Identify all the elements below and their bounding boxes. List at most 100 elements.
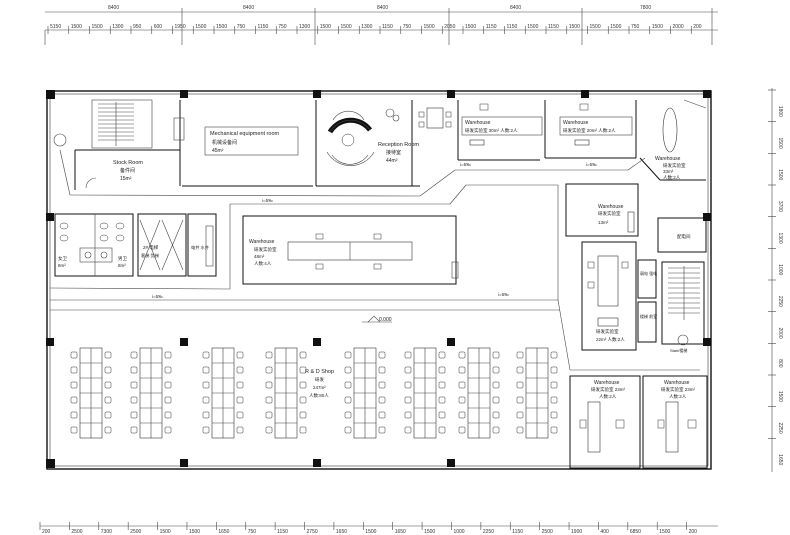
control-room-b-label: 楼梯 前室: [640, 313, 657, 319]
bottom-dim-minor: 200: [689, 529, 698, 535]
slope-label-2: i=5‰: [460, 162, 471, 167]
right-dim-minor: 1500: [777, 169, 783, 180]
top-dim-minor: 1150: [258, 24, 269, 30]
bottom-dim-minor: 1650: [218, 529, 229, 535]
right-dim-minor: 1500: [777, 138, 783, 149]
top-dim-minor: 1500: [71, 24, 82, 30]
warehouse-top-2: Warehouse 研发实验室 20m² 人数:2人: [544, 100, 637, 159]
warehouse-bottom-1: Warehouse 研发实验室 23m² 人数:2人: [569, 375, 641, 469]
warehouse-middle-en: Warehouse: [249, 239, 275, 245]
bottom-dim-minor: 400: [600, 529, 609, 535]
right-dim-minor: 2250: [777, 296, 783, 307]
level-mark-text: 0.000: [379, 317, 392, 323]
warehouse-top-1-cn: 研发实验室 30m² 人数:2人: [465, 127, 518, 134]
bottom-dim-minor: 1500: [365, 529, 376, 535]
top-dim-minor: 600: [154, 24, 163, 30]
bottom-dim-minor: 1500: [659, 529, 670, 535]
warehouse-middle-cn: 研发实验室: [254, 246, 277, 253]
slope-label-1: i=5‰: [262, 198, 273, 203]
top-dim-minor: 1500: [527, 24, 538, 30]
small-room-label: 配电间: [677, 233, 691, 240]
stock-room-en: Stock Room: [113, 160, 143, 166]
rd-shop-label: R & D Shop 研发 247m² 人数:80人: [305, 369, 334, 399]
reception-room-area: 44m²: [386, 158, 398, 164]
rd-shop-en: R & D Shop: [305, 369, 334, 375]
warehouse-middle-people: 人数:4人: [254, 260, 272, 267]
warehouse-bottom-1-people: 人数:2人: [599, 393, 617, 400]
top-dim-major-3: 8400: [377, 5, 388, 11]
exterior-walls: [46, 90, 712, 470]
top-dim-minor: 200: [693, 24, 702, 30]
control-room-a-label: 弱电 强电: [640, 270, 657, 276]
structural-columns: [46, 90, 711, 468]
top-dim-minor: 1150: [507, 24, 518, 30]
top-dim-minor: 1300: [361, 24, 372, 30]
warehouse-right-top-area: 33m²: [663, 169, 674, 174]
warehouse-right-mid-area: 13m²: [598, 220, 609, 225]
top-dim-minor: 1500: [341, 24, 352, 30]
bottom-dim-minor: 1650: [395, 529, 406, 535]
mechanical-room-en: Mechanical equipment room: [210, 131, 280, 137]
top-dimension-line: 8400 8400 8400 8400 7800: [44, 5, 718, 45]
bottom-dim-minor: 1500: [189, 529, 200, 535]
top-dim-minor: 1500: [569, 24, 580, 30]
top-dim-minor: 1500: [610, 24, 621, 30]
bottom-dim-minor: 1900: [571, 529, 582, 535]
warehouse-top-1: Warehouse 研发实验室 30m² 人数:2人: [457, 100, 543, 161]
warehouse-right-top-cn: 研发实验室: [663, 162, 686, 169]
bottom-dim-minor: 2750: [307, 529, 318, 535]
men-restroom-area: 8m²: [118, 263, 126, 268]
warehouse-right-22-area: 22m² 人数:2人: [596, 336, 625, 343]
corridor-upper: i=5‰ i=5‰ i=5‰: [59, 149, 646, 203]
top-dim-minor: 1500: [320, 24, 331, 30]
stair-right-label: Stair/楼梯: [670, 347, 687, 353]
bottom-dim-minor: 2500: [542, 529, 553, 535]
bottom-dim-minor: 1500: [160, 529, 171, 535]
warehouse-right-mid-cn: 研发实验室: [598, 210, 621, 217]
stock-room: Stock Room 备件间 15m²: [74, 100, 181, 190]
top-dim-minor: 750: [237, 24, 246, 30]
bottom-dim-minor: 2250: [483, 529, 494, 535]
elevator-label: 2# 电梯: [143, 244, 159, 251]
bottom-dim-minor: 1500: [424, 529, 435, 535]
small-room: 配电间: [657, 217, 707, 253]
warehouse-top-2-en: Warehouse: [563, 120, 589, 126]
warehouse-bottom-1-cn: 研发实验室 23m²: [591, 386, 626, 393]
top-dim-minor: 1500: [590, 24, 601, 30]
warehouse-right-mid-en: Warehouse: [598, 204, 624, 210]
women-restroom-label: 女卫: [58, 255, 67, 262]
slope-label-4: i=5‰: [152, 294, 163, 299]
rd-shop-desks: [70, 347, 558, 439]
top-dim-minor: 1950: [175, 24, 186, 30]
top-dim-minor: 5150: [50, 24, 61, 30]
top-dim-minor: 1500: [424, 24, 435, 30]
shaft: 电井 水井: [187, 213, 217, 277]
stock-room-cn: 备件间: [120, 167, 135, 174]
top-dim-minor: 750: [631, 24, 640, 30]
top-dim-minor: 750: [403, 24, 412, 30]
warehouse-middle: Warehouse 研发实验室 48m² 人数:4人: [242, 215, 459, 285]
warehouse-middle-area: 48m²: [254, 254, 265, 259]
right-dim-minor: 1650: [777, 454, 783, 465]
warehouse-bottom-2-cn: 研发实验室 23m²: [661, 386, 696, 393]
women-restroom-area: 8m²: [58, 263, 66, 268]
warehouse-bottom-2: Warehouse 研发实验室 23m² 人数:2人: [642, 375, 708, 469]
right-dimension-minor: 1800150015003700130010002250200080015002…: [768, 89, 783, 466]
bottom-dim-minor: 2500: [130, 529, 141, 535]
bottom-dim-minor: 1650: [336, 529, 347, 535]
shaft-label: 电井 水井: [191, 244, 209, 251]
reception-room: Reception Room 接待室 44m²: [315, 100, 452, 187]
top-dim-major-5: 7800: [640, 5, 651, 11]
top-dim-minor: 2050: [444, 24, 455, 30]
top-dim-minor: 1500: [652, 24, 663, 30]
reception-room-cn: 接待室: [386, 149, 401, 156]
top-dim-minor: 1150: [382, 24, 393, 30]
elevator-sub-label: 客梯 货梯: [141, 252, 159, 259]
rd-shop-area: 247m²: [313, 385, 326, 390]
warehouse-right-22-cn: 研发实验室: [596, 328, 619, 335]
rd-shop-cn: 研发: [315, 376, 324, 383]
bottom-dim-minor: 750: [248, 529, 257, 535]
bottom-dim-minor: 7300: [101, 529, 112, 535]
top-dim-minor: 1500: [195, 24, 206, 30]
warehouse-bottom-2-en: Warehouse: [664, 380, 690, 386]
